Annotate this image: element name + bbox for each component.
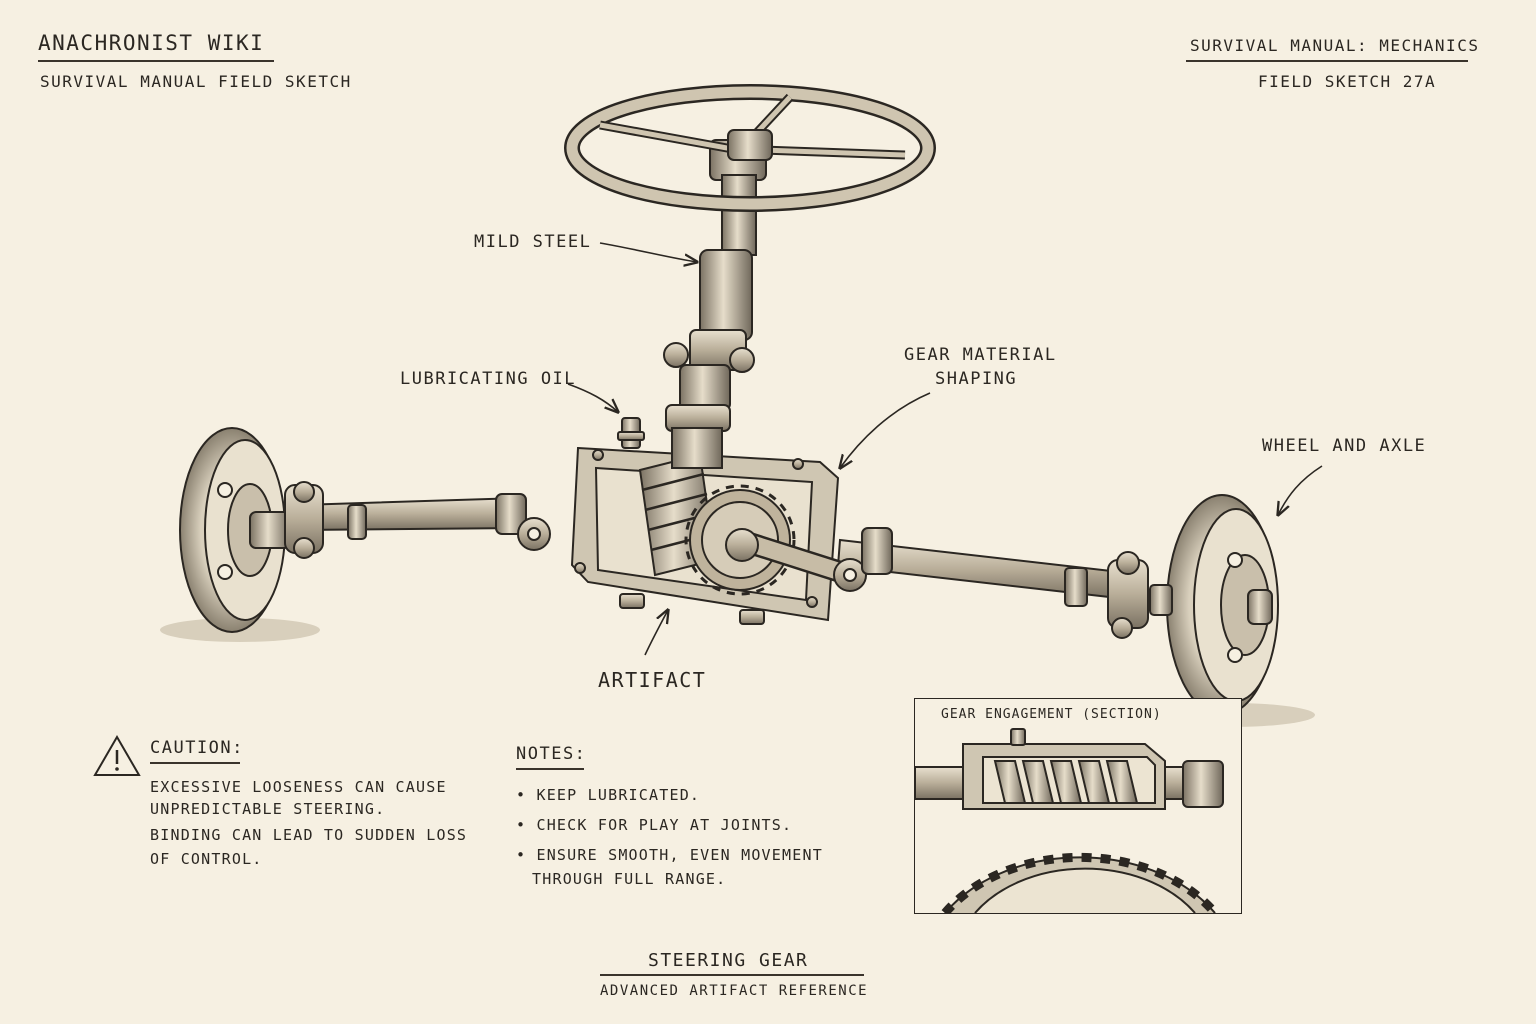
note-item: ENSURE SMOOTH, EVEN MOVEMENT <box>516 846 823 864</box>
manual-title-underline <box>1186 60 1468 62</box>
right-wheel <box>1064 494 1279 716</box>
gear-section-drawing <box>915 728 1224 913</box>
label-shaping: SHAPING <box>935 369 1018 389</box>
label-lubricating-oil: LUBRICATING OIL <box>400 369 577 389</box>
gear-engagement-inset: GEAR ENGAGEMENT (SECTION) <box>914 698 1242 914</box>
wiki-title-underline <box>38 60 274 62</box>
label-artifact: ARTIFACT <box>598 668 707 692</box>
lubricating-oil-arrow <box>567 383 618 412</box>
left-wheel <box>179 427 367 633</box>
label-mild-steel: MILD STEEL <box>474 232 592 252</box>
note-item: KEEP LUBRICATED. <box>516 786 700 804</box>
inset-title: GEAR ENGAGEMENT (SECTION) <box>939 707 1164 722</box>
gear-material-arrow <box>840 392 931 468</box>
label-wheel-and-axle: WHEEL AND AXLE <box>1262 436 1427 456</box>
caution-line: OF CONTROL. <box>150 850 263 868</box>
wheel-axle-arrow <box>1278 465 1323 515</box>
wiki-subtitle: SURVIVAL MANUAL FIELD SKETCH <box>40 72 352 91</box>
left-axle-rod <box>299 496 521 532</box>
note-item-continuation: THROUGH FULL RANGE. <box>532 870 727 888</box>
wiki-title: ANACHRONIST WIKI <box>38 31 265 55</box>
steering-wheel <box>564 84 936 212</box>
artifact-arrow <box>644 610 668 656</box>
diagram-title: STEERING GEAR <box>648 950 809 971</box>
steering-column <box>663 139 767 469</box>
caution-line: UNPREDICTABLE STEERING. <box>150 800 386 818</box>
diagram-subtitle: ADVANCED ARTIFACT REFERENCE <box>600 983 869 999</box>
warning-icon <box>93 735 141 776</box>
notes-heading: NOTES: <box>516 744 587 764</box>
caution-underline <box>150 762 240 764</box>
caution-heading: CAUTION: <box>150 738 244 758</box>
mild-steel-arrow <box>599 242 697 262</box>
notes-underline <box>516 768 584 770</box>
sketch-number: FIELD SKETCH 27A <box>1258 72 1437 91</box>
caution-line: BINDING CAN LEAD TO SUDDEN LOSS <box>150 826 468 844</box>
caution-line: EXCESSIVE LOOSENESS CAN CAUSE <box>150 778 447 796</box>
note-item: CHECK FOR PLAY AT JOINTS. <box>516 816 792 834</box>
label-gear-material: GEAR MATERIAL <box>904 345 1057 365</box>
diagram-title-underline <box>600 974 864 976</box>
manual-title: SURVIVAL MANUAL: MECHANICS <box>1190 36 1480 55</box>
